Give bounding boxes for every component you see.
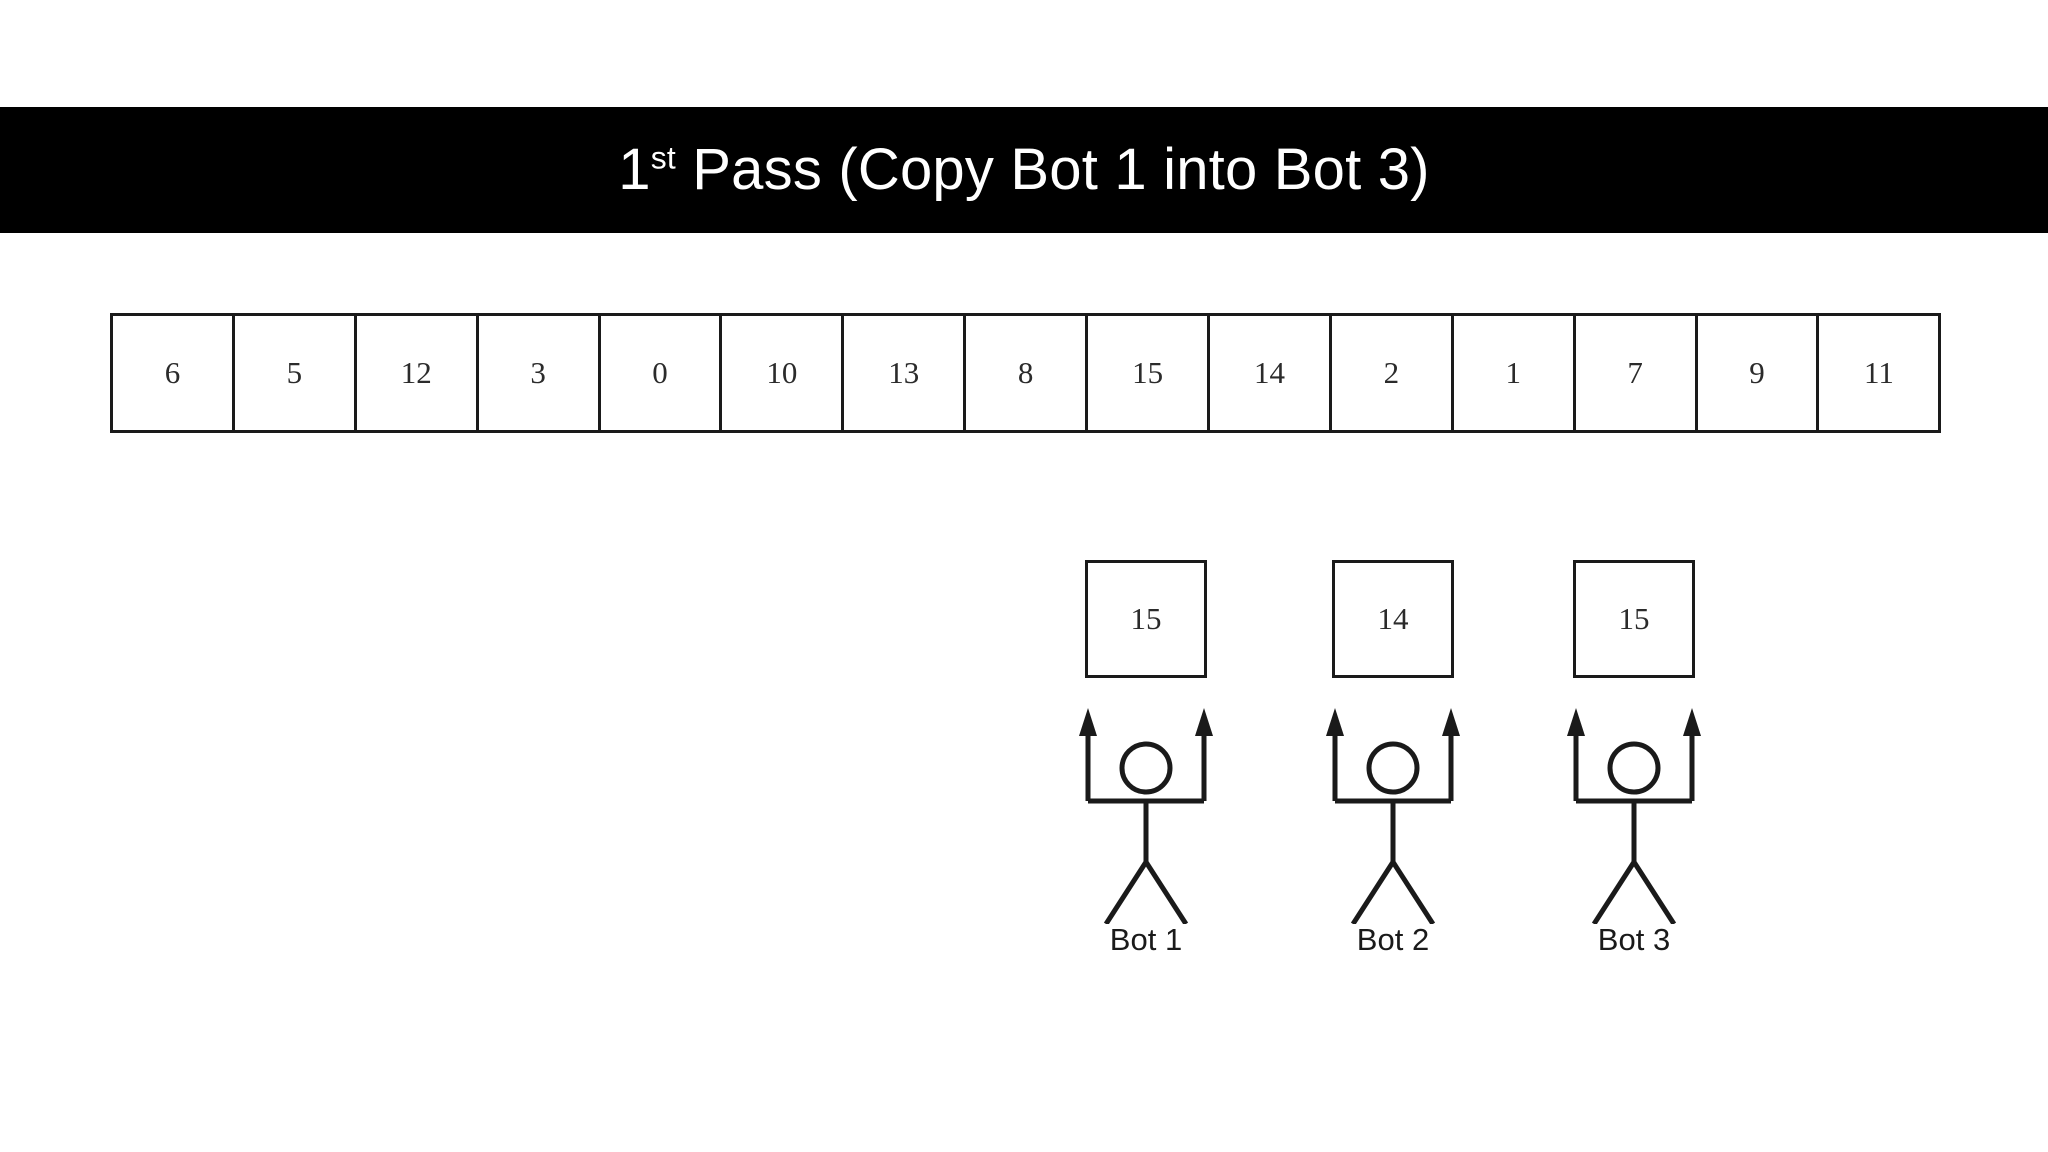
page-title: 1st Pass (Copy Bot 1 into Bot 3) <box>618 141 1429 199</box>
bot-3-stick-figure <box>1567 702 1701 926</box>
array-cell: 12 <box>356 316 479 430</box>
bot-2-stick-figure <box>1326 702 1460 926</box>
array-cell: 1 <box>1453 316 1576 430</box>
array-cell: 13 <box>844 316 967 430</box>
bots-group: 15 Bot 1 14 <box>1079 560 1725 980</box>
title-rest: Pass (Copy Bot 1 into Bot 3) <box>675 137 1430 202</box>
arrow-head-right-icon <box>1442 708 1460 736</box>
bot-3-label: Bot 3 <box>1597 922 1671 957</box>
head-icon <box>1366 741 1420 795</box>
data-array: 6 5 12 3 0 10 13 8 15 14 2 1 7 9 11 <box>110 313 1942 433</box>
title-banner: 1st Pass (Copy Bot 1 into Bot 3) <box>0 107 2048 233</box>
arrow-head-left-icon <box>1567 708 1585 736</box>
head-icon <box>1607 741 1661 795</box>
bot-1-value-box: 15 <box>1085 560 1207 678</box>
stick-figure-icon <box>1567 708 1701 926</box>
stick-figure-icon <box>1326 708 1460 926</box>
array-cell: 7 <box>1575 316 1698 430</box>
array-cell: 8 <box>966 316 1089 430</box>
head-icon <box>1119 741 1173 795</box>
array-cell: 10 <box>722 316 845 430</box>
bot-1: 15 Bot 1 <box>1079 560 1213 980</box>
bot-3: 15 Bot 3 <box>1567 560 1701 980</box>
array-cell: 9 <box>1697 316 1820 430</box>
arrow-head-right-icon <box>1195 708 1213 736</box>
arrow-head-right-icon <box>1683 708 1701 736</box>
bot-2-label: Bot 2 <box>1356 922 1430 957</box>
arrow-head-left-icon <box>1326 708 1344 736</box>
title-ordinal-suffix: st <box>650 139 676 176</box>
arrow-head-left-icon <box>1079 708 1097 736</box>
array-cell: 6 <box>113 316 235 430</box>
title-ordinal-number: 1 <box>618 137 651 202</box>
array-cell: 3 <box>478 316 601 430</box>
stick-figure-icon <box>1079 708 1213 926</box>
bot-2: 14 Bot 2 <box>1326 560 1460 980</box>
bot-1-label: Bot 1 <box>1109 922 1183 957</box>
array-cell: 11 <box>1819 316 1942 430</box>
array-cell: 0 <box>600 316 723 430</box>
array-cell: 14 <box>1210 316 1332 430</box>
array-cell: 15 <box>1088 316 1211 430</box>
bot-3-value-box: 15 <box>1573 560 1695 678</box>
array-cell: 5 <box>234 316 357 430</box>
array-cell: 2 <box>1331 316 1454 430</box>
bot-2-value-box: 14 <box>1332 560 1454 678</box>
bot-1-stick-figure <box>1079 702 1213 926</box>
